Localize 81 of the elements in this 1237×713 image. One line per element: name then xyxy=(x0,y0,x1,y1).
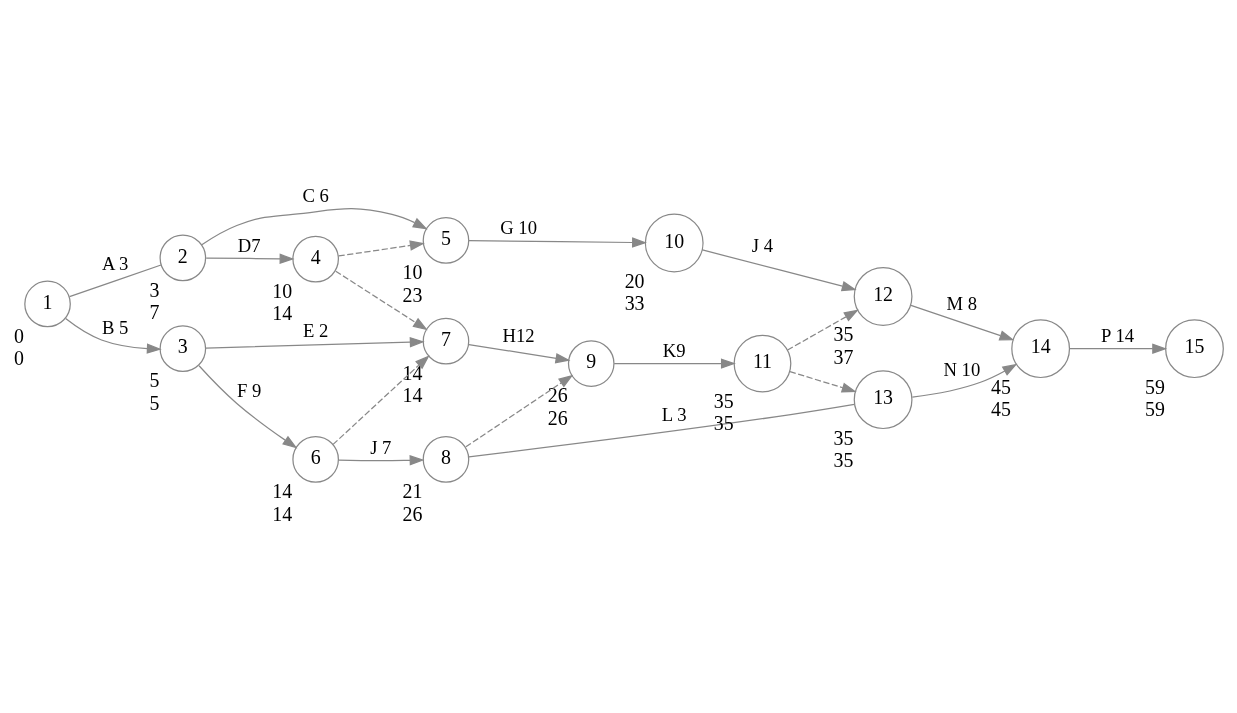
arrow xyxy=(468,343,571,363)
arrow xyxy=(337,239,425,257)
edge-label: J 4 xyxy=(751,234,774,256)
arrow xyxy=(465,374,574,447)
edge-label: L 3 xyxy=(661,403,687,425)
node-circle: 3 xyxy=(159,324,207,372)
edge-label: J 7 xyxy=(370,436,392,458)
node-label: 26 xyxy=(402,502,423,525)
node-label: 14 xyxy=(402,361,423,384)
edge-label: H12 xyxy=(502,324,535,346)
edge-label: A 3 xyxy=(101,252,129,274)
arrow xyxy=(205,336,425,349)
node-label: 14 xyxy=(272,301,293,324)
edge-label: F 9 xyxy=(237,379,262,401)
node-label: 14 xyxy=(272,479,293,502)
node-circle: 6 xyxy=(292,435,339,483)
arrow xyxy=(65,317,162,354)
node-label: 45 xyxy=(991,375,1011,398)
node-circle: 2 xyxy=(159,234,207,281)
node-circle: 10 xyxy=(644,213,704,272)
node-label: 5 xyxy=(149,391,160,414)
arrow xyxy=(613,357,736,369)
arrow xyxy=(701,248,857,291)
edge-label: G 10 xyxy=(500,216,537,238)
node-circle: 11 xyxy=(733,334,792,393)
arrow xyxy=(911,363,1018,398)
node-label: 26 xyxy=(547,383,568,406)
arrow xyxy=(337,454,425,466)
arrow xyxy=(205,253,295,264)
node-circle: 12 xyxy=(853,266,913,326)
edge-label: K9 xyxy=(662,339,686,361)
edge-label: N 10 xyxy=(943,358,981,380)
node-circle: 5 xyxy=(422,216,470,264)
node-label: 23 xyxy=(402,283,423,306)
edge-label: D7 xyxy=(237,234,261,256)
node-label: 0 xyxy=(14,324,25,347)
node-circle: 8 xyxy=(422,435,470,483)
arrow xyxy=(201,207,428,245)
node-circle: 15 xyxy=(1165,318,1224,378)
edge-label: M 8 xyxy=(946,292,978,314)
node-label: 59 xyxy=(1144,375,1165,398)
node-label: 26 xyxy=(547,406,568,429)
node-label: 5 xyxy=(149,368,160,391)
node-label: 35 xyxy=(713,411,734,434)
node-label: 14 xyxy=(272,502,293,525)
arrow xyxy=(332,354,430,445)
arrow xyxy=(787,309,859,351)
edge-label: B 5 xyxy=(101,316,129,338)
node-label: 7 xyxy=(149,300,160,323)
arrow xyxy=(1069,342,1168,354)
node-label: 33 xyxy=(624,291,645,314)
arrow xyxy=(789,370,857,393)
node-label: 21 xyxy=(402,479,423,502)
node-label: 3 xyxy=(149,278,160,301)
node-label: 35 xyxy=(713,389,734,412)
node-label: 35 xyxy=(833,448,854,471)
node-circle: 9 xyxy=(567,339,615,387)
node-label: 35 xyxy=(833,426,854,449)
arrow xyxy=(335,270,428,330)
connector xyxy=(468,403,855,457)
arrow xyxy=(198,364,298,448)
node-label: 59 xyxy=(1144,397,1165,420)
node-label: 0 xyxy=(14,346,25,369)
edge-label: C 6 xyxy=(302,184,329,206)
node-label: 35 xyxy=(833,322,854,345)
node-label: 10 xyxy=(272,279,293,302)
node-circle: 4 xyxy=(292,235,339,282)
arrow xyxy=(468,236,647,248)
node-label: 10 xyxy=(402,260,423,283)
node-label: 45 xyxy=(991,397,1011,420)
node-label: 20 xyxy=(624,269,645,292)
node-circle: 14 xyxy=(1011,318,1071,378)
edge-label: E 2 xyxy=(302,319,329,341)
connector xyxy=(68,263,162,297)
edge-label: P 14 xyxy=(1101,324,1135,346)
node-circle: 1 xyxy=(24,280,71,327)
node-label: 37 xyxy=(833,345,854,368)
node-circle: 13 xyxy=(853,369,913,429)
arrow xyxy=(910,304,1015,340)
node-label: 14 xyxy=(402,383,423,406)
node-circle: 7 xyxy=(422,317,470,365)
